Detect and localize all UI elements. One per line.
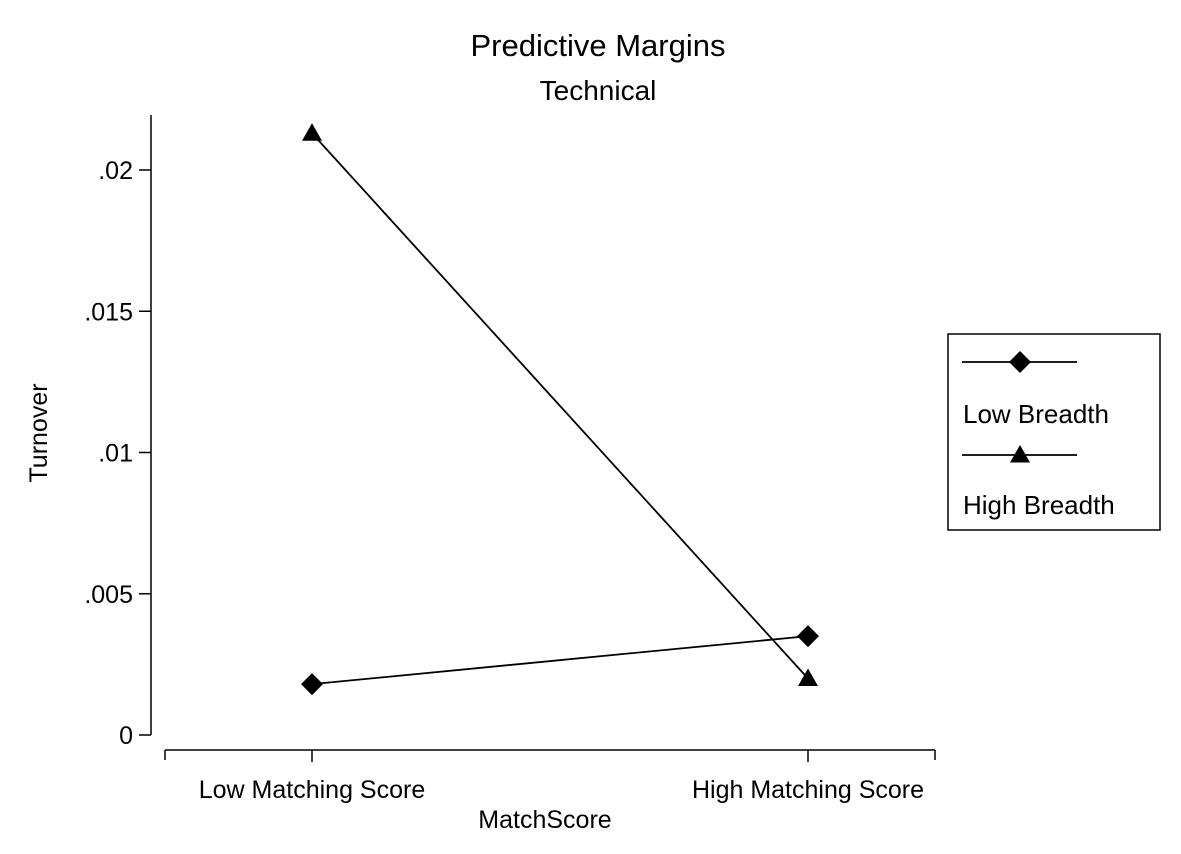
- x-axis-label: MatchScore: [478, 806, 611, 834]
- y-axis-ticks: 0 .005 .01 .015 .02: [84, 157, 151, 750]
- legend-label: High Breadth: [963, 490, 1115, 520]
- legend-box: [947, 333, 1161, 531]
- data-point-diamond: [797, 625, 819, 648]
- series-line-diamond: [311, 635, 809, 686]
- y-tick-label: .02: [98, 157, 133, 185]
- y-tick-label: .005: [84, 581, 133, 609]
- legend-marker-triangle: [1010, 445, 1030, 463]
- y-tick-label: .015: [84, 298, 133, 326]
- y-tick-label: .01: [98, 440, 133, 468]
- y-tick-label: 0: [119, 722, 133, 750]
- x-tick-label: High Matching Score: [692, 776, 924, 804]
- chart-title: Predictive Margins: [471, 28, 726, 63]
- series-line-triangle: [311, 132, 809, 680]
- data-point-triangle: [798, 668, 818, 686]
- data-point-triangle: [302, 123, 322, 141]
- legend-label: Low Breadth: [963, 399, 1109, 429]
- legend-marker-diamond: [1009, 351, 1031, 373]
- x-tick-label: Low Matching Score: [199, 776, 426, 804]
- y-axis-label: Turnover: [25, 383, 53, 482]
- x-axis-ticks: Low Matching Score High Matching Score: [164, 750, 936, 804]
- chart-subtitle: Technical: [540, 75, 657, 106]
- data-point-diamond: [301, 673, 323, 696]
- series-group: [301, 123, 819, 696]
